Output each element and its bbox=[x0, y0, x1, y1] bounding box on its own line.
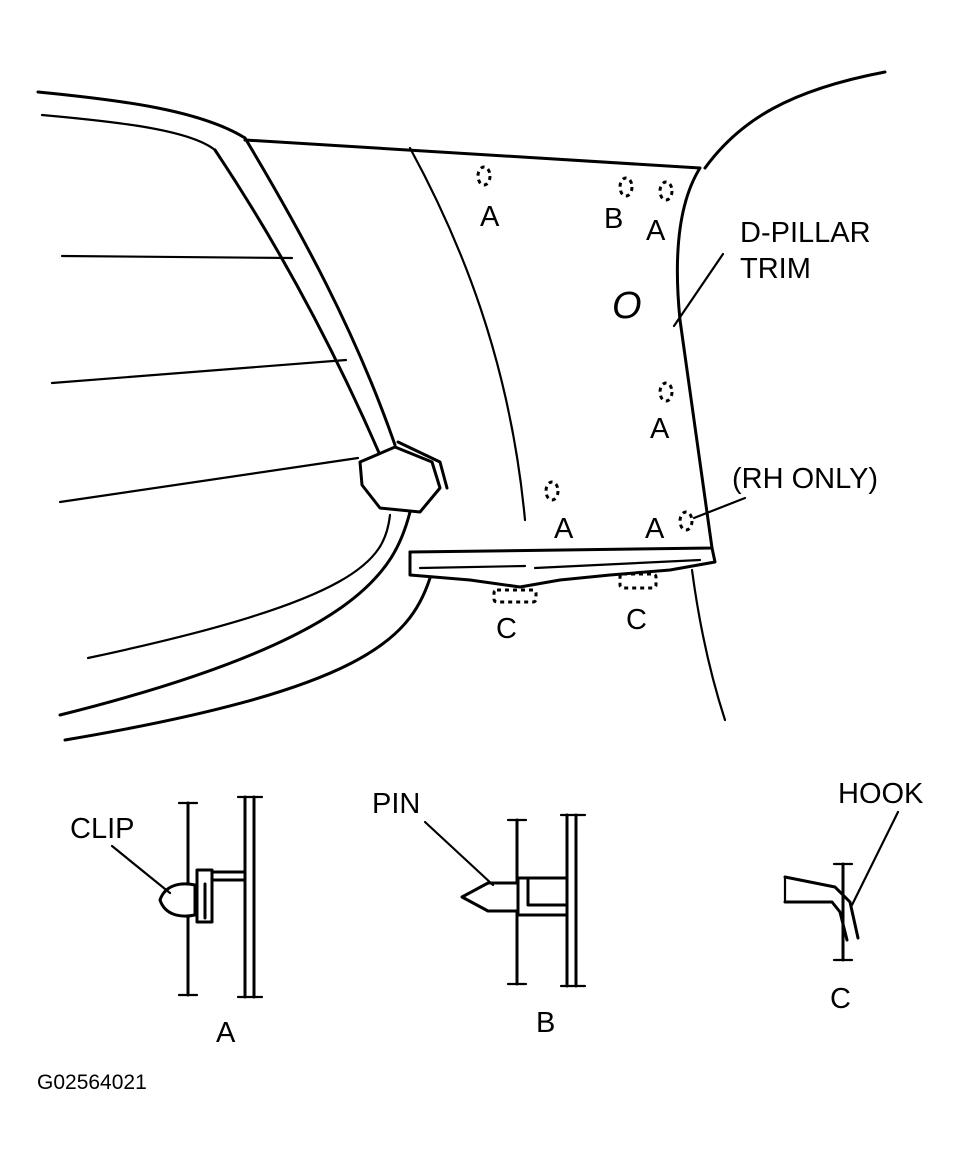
rh-only-label: (RH ONLY) bbox=[732, 463, 878, 495]
fastener-label-a5: A bbox=[645, 513, 665, 545]
detail-a-label: A bbox=[216, 1017, 236, 1049]
detail-b-label: B bbox=[536, 1007, 555, 1039]
d-pillar-label: D-PILLAR bbox=[740, 217, 871, 249]
callouts: D-PILLAR TRIM (RH ONLY) bbox=[672, 217, 878, 520]
vehicle-body-outline bbox=[36, 70, 887, 742]
trim-mark: O bbox=[612, 285, 642, 327]
figure-code: G02564021 bbox=[37, 1071, 147, 1094]
fastener-labels: A B A A A A C C bbox=[480, 201, 670, 645]
detail-hook: HOOK C bbox=[783, 778, 924, 1015]
fastener-label-c2: C bbox=[626, 604, 647, 636]
rh-only-leader bbox=[692, 496, 747, 520]
pin-label: PIN bbox=[372, 788, 420, 820]
fastener-label-b1: B bbox=[604, 203, 623, 235]
fastener-markers bbox=[476, 165, 694, 604]
clip-label: CLIP bbox=[70, 813, 134, 845]
fastener-label-c1: C bbox=[496, 613, 517, 645]
fastener-label-a2: A bbox=[646, 215, 666, 247]
detail-c-label: C bbox=[830, 983, 851, 1015]
d-pillar-trim-panel bbox=[243, 138, 717, 589]
d-pillar-leader bbox=[672, 252, 725, 328]
fastener-label-a4: A bbox=[554, 513, 574, 545]
fastener-label-a3: A bbox=[650, 413, 670, 445]
detail-pin: PIN B bbox=[372, 788, 587, 1039]
detail-clip: CLIP A bbox=[70, 795, 264, 1049]
hook-label: HOOK bbox=[838, 778, 924, 810]
trim-label: TRIM bbox=[740, 253, 811, 285]
seat-belt-bracket bbox=[358, 440, 449, 514]
fastener-label-a1: A bbox=[480, 201, 500, 233]
